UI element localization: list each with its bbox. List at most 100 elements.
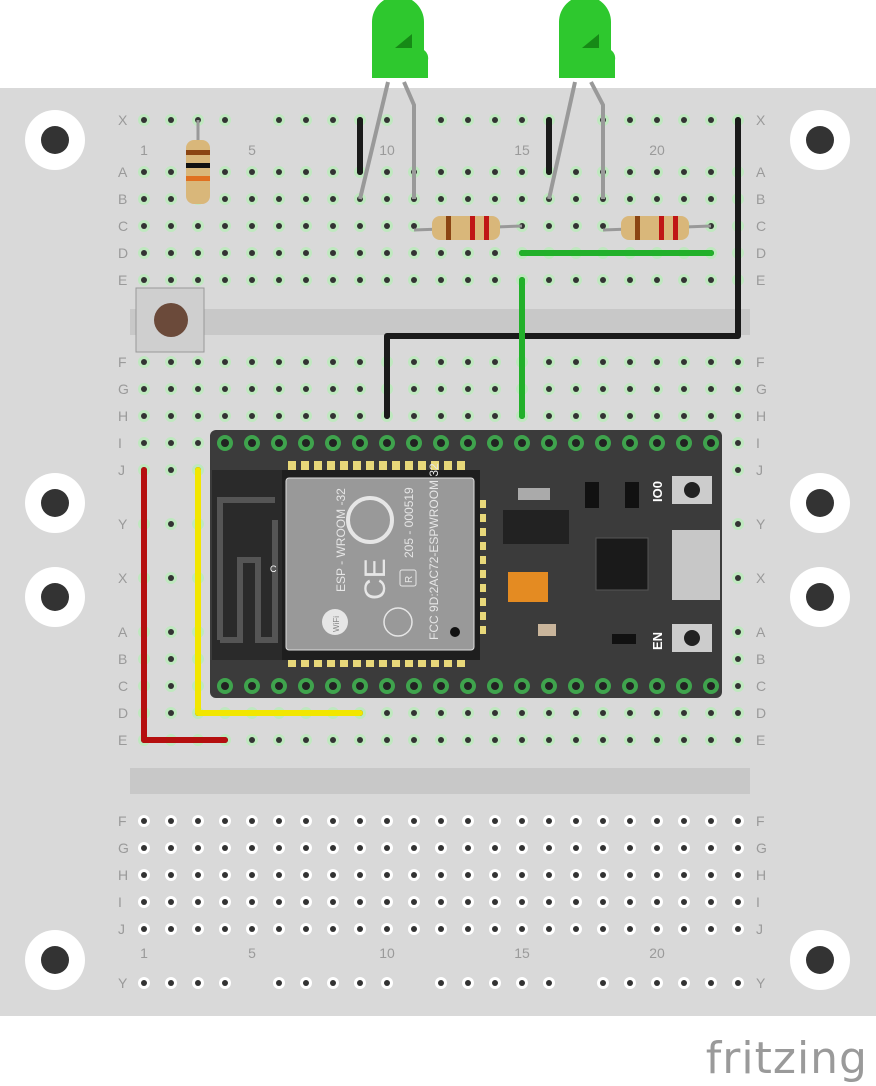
breadboard-hole[interactable] bbox=[219, 220, 231, 232]
breadboard-hole[interactable] bbox=[570, 383, 582, 395]
breadboard-hole[interactable] bbox=[516, 707, 528, 719]
esp32-pin[interactable] bbox=[703, 435, 719, 451]
breadboard-hole[interactable] bbox=[273, 114, 285, 126]
breadboard-hole[interactable] bbox=[219, 896, 231, 908]
esp32-pin[interactable] bbox=[406, 435, 422, 451]
breadboard-hole[interactable] bbox=[408, 274, 420, 286]
breadboard-hole[interactable] bbox=[165, 707, 177, 719]
breadboard-hole[interactable] bbox=[381, 977, 393, 989]
breadboard-hole[interactable] bbox=[219, 869, 231, 881]
breadboard-hole[interactable] bbox=[489, 923, 501, 935]
breadboard-hole[interactable] bbox=[138, 356, 150, 368]
breadboard-hole[interactable] bbox=[678, 274, 690, 286]
breadboard-hole[interactable] bbox=[732, 896, 744, 908]
breadboard-hole[interactable] bbox=[732, 869, 744, 881]
breadboard-hole[interactable] bbox=[705, 274, 717, 286]
breadboard-hole[interactable] bbox=[705, 815, 717, 827]
breadboard-hole[interactable] bbox=[570, 869, 582, 881]
breadboard-hole[interactable] bbox=[516, 923, 528, 935]
esp32-pin[interactable] bbox=[541, 435, 557, 451]
breadboard-hole[interactable] bbox=[327, 842, 339, 854]
breadboard-hole[interactable] bbox=[516, 166, 528, 178]
breadboard-hole[interactable] bbox=[732, 383, 744, 395]
esp32-pin[interactable] bbox=[595, 435, 611, 451]
breadboard-hole[interactable] bbox=[597, 842, 609, 854]
breadboard-hole[interactable] bbox=[732, 707, 744, 719]
breadboard-hole[interactable] bbox=[300, 977, 312, 989]
esp32-pin[interactable] bbox=[568, 435, 584, 451]
breadboard-hole[interactable] bbox=[570, 923, 582, 935]
breadboard-hole[interactable] bbox=[327, 356, 339, 368]
breadboard-hole[interactable] bbox=[489, 869, 501, 881]
breadboard-hole[interactable] bbox=[381, 734, 393, 746]
esp32-pin[interactable] bbox=[217, 435, 233, 451]
breadboard-hole[interactable] bbox=[327, 383, 339, 395]
breadboard-hole[interactable] bbox=[462, 815, 474, 827]
breadboard-hole[interactable] bbox=[516, 114, 528, 126]
breadboard-hole[interactable] bbox=[597, 977, 609, 989]
breadboard-hole[interactable] bbox=[516, 734, 528, 746]
breadboard-hole[interactable] bbox=[192, 815, 204, 827]
breadboard-hole[interactable] bbox=[246, 356, 258, 368]
breadboard-hole[interactable] bbox=[732, 464, 744, 476]
breadboard-hole[interactable] bbox=[435, 977, 447, 989]
breadboard-hole[interactable] bbox=[327, 923, 339, 935]
breadboard-hole[interactable] bbox=[246, 896, 258, 908]
breadboard-hole[interactable] bbox=[327, 247, 339, 259]
breadboard-hole[interactable] bbox=[327, 193, 339, 205]
breadboard-hole[interactable] bbox=[705, 383, 717, 395]
breadboard-hole[interactable] bbox=[435, 410, 447, 422]
breadboard-hole[interactable] bbox=[219, 114, 231, 126]
breadboard-hole[interactable] bbox=[246, 383, 258, 395]
breadboard-hole[interactable] bbox=[732, 923, 744, 935]
breadboard-hole[interactable] bbox=[651, 410, 663, 422]
esp32-pin[interactable] bbox=[595, 678, 611, 694]
breadboard-hole[interactable] bbox=[327, 896, 339, 908]
breadboard-hole[interactable] bbox=[597, 707, 609, 719]
breadboard-hole[interactable] bbox=[327, 410, 339, 422]
breadboard-hole[interactable] bbox=[462, 356, 474, 368]
breadboard-hole[interactable] bbox=[678, 734, 690, 746]
breadboard-hole[interactable] bbox=[678, 166, 690, 178]
breadboard-hole[interactable] bbox=[273, 869, 285, 881]
breadboard-hole[interactable] bbox=[246, 869, 258, 881]
breadboard-hole[interactable] bbox=[435, 274, 447, 286]
breadboard-hole[interactable] bbox=[678, 842, 690, 854]
breadboard-hole[interactable] bbox=[543, 977, 555, 989]
breadboard-hole[interactable] bbox=[516, 842, 528, 854]
resistor-2[interactable] bbox=[413, 216, 523, 240]
breadboard-hole[interactable] bbox=[651, 734, 663, 746]
breadboard-hole[interactable] bbox=[435, 166, 447, 178]
breadboard-hole[interactable] bbox=[651, 977, 663, 989]
breadboard-hole[interactable] bbox=[246, 815, 258, 827]
breadboard-hole[interactable] bbox=[192, 247, 204, 259]
breadboard-hole[interactable] bbox=[570, 842, 582, 854]
breadboard-hole[interactable] bbox=[219, 815, 231, 827]
breadboard-hole[interactable] bbox=[597, 274, 609, 286]
breadboard-hole[interactable] bbox=[354, 383, 366, 395]
esp32-pin[interactable] bbox=[271, 435, 287, 451]
esp32-pin[interactable] bbox=[676, 678, 692, 694]
breadboard-hole[interactable] bbox=[138, 166, 150, 178]
breadboard-hole[interactable] bbox=[138, 923, 150, 935]
breadboard-hole[interactable] bbox=[732, 680, 744, 692]
breadboard-hole[interactable] bbox=[516, 977, 528, 989]
breadboard-hole[interactable] bbox=[435, 734, 447, 746]
breadboard-hole[interactable] bbox=[705, 356, 717, 368]
breadboard-hole[interactable] bbox=[624, 869, 636, 881]
io0-button-cap[interactable] bbox=[684, 482, 700, 498]
esp32-pin[interactable] bbox=[298, 678, 314, 694]
breadboard-hole[interactable] bbox=[570, 274, 582, 286]
esp32-pin[interactable] bbox=[514, 678, 530, 694]
esp32-pin[interactable] bbox=[325, 435, 341, 451]
breadboard-hole[interactable] bbox=[354, 220, 366, 232]
micro-usb-port[interactable] bbox=[672, 530, 720, 600]
breadboard-hole[interactable] bbox=[651, 842, 663, 854]
breadboard-hole[interactable] bbox=[408, 383, 420, 395]
breadboard-hole[interactable] bbox=[165, 220, 177, 232]
breadboard-hole[interactable] bbox=[570, 815, 582, 827]
esp32-pin[interactable] bbox=[217, 678, 233, 694]
breadboard-hole[interactable] bbox=[651, 707, 663, 719]
breadboard-hole[interactable] bbox=[705, 114, 717, 126]
breadboard-hole[interactable] bbox=[192, 437, 204, 449]
